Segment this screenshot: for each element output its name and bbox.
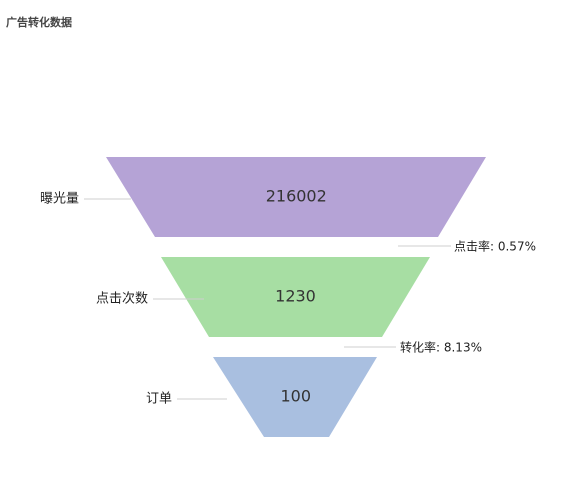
conversion-rate-label: 点击率: 0.57%	[454, 239, 536, 254]
conversion-rate-label: 转化率: 8.13%	[400, 340, 482, 355]
funnel-stage-label: 曝光量	[40, 192, 79, 207]
funnel-stage-3	[213, 357, 377, 437]
funnel-stage-1	[106, 157, 486, 237]
funnel-stage-2	[161, 257, 430, 337]
chart-title: 广告转化数据	[6, 16, 72, 29]
funnel-stage-value: 216002	[266, 187, 327, 206]
funnel-stage-label: 订单	[146, 392, 172, 407]
funnel-stage-value: 1230	[275, 287, 316, 306]
funnel-stage-label: 点击次数	[96, 291, 148, 307]
funnel-stage-value: 100	[280, 387, 311, 406]
